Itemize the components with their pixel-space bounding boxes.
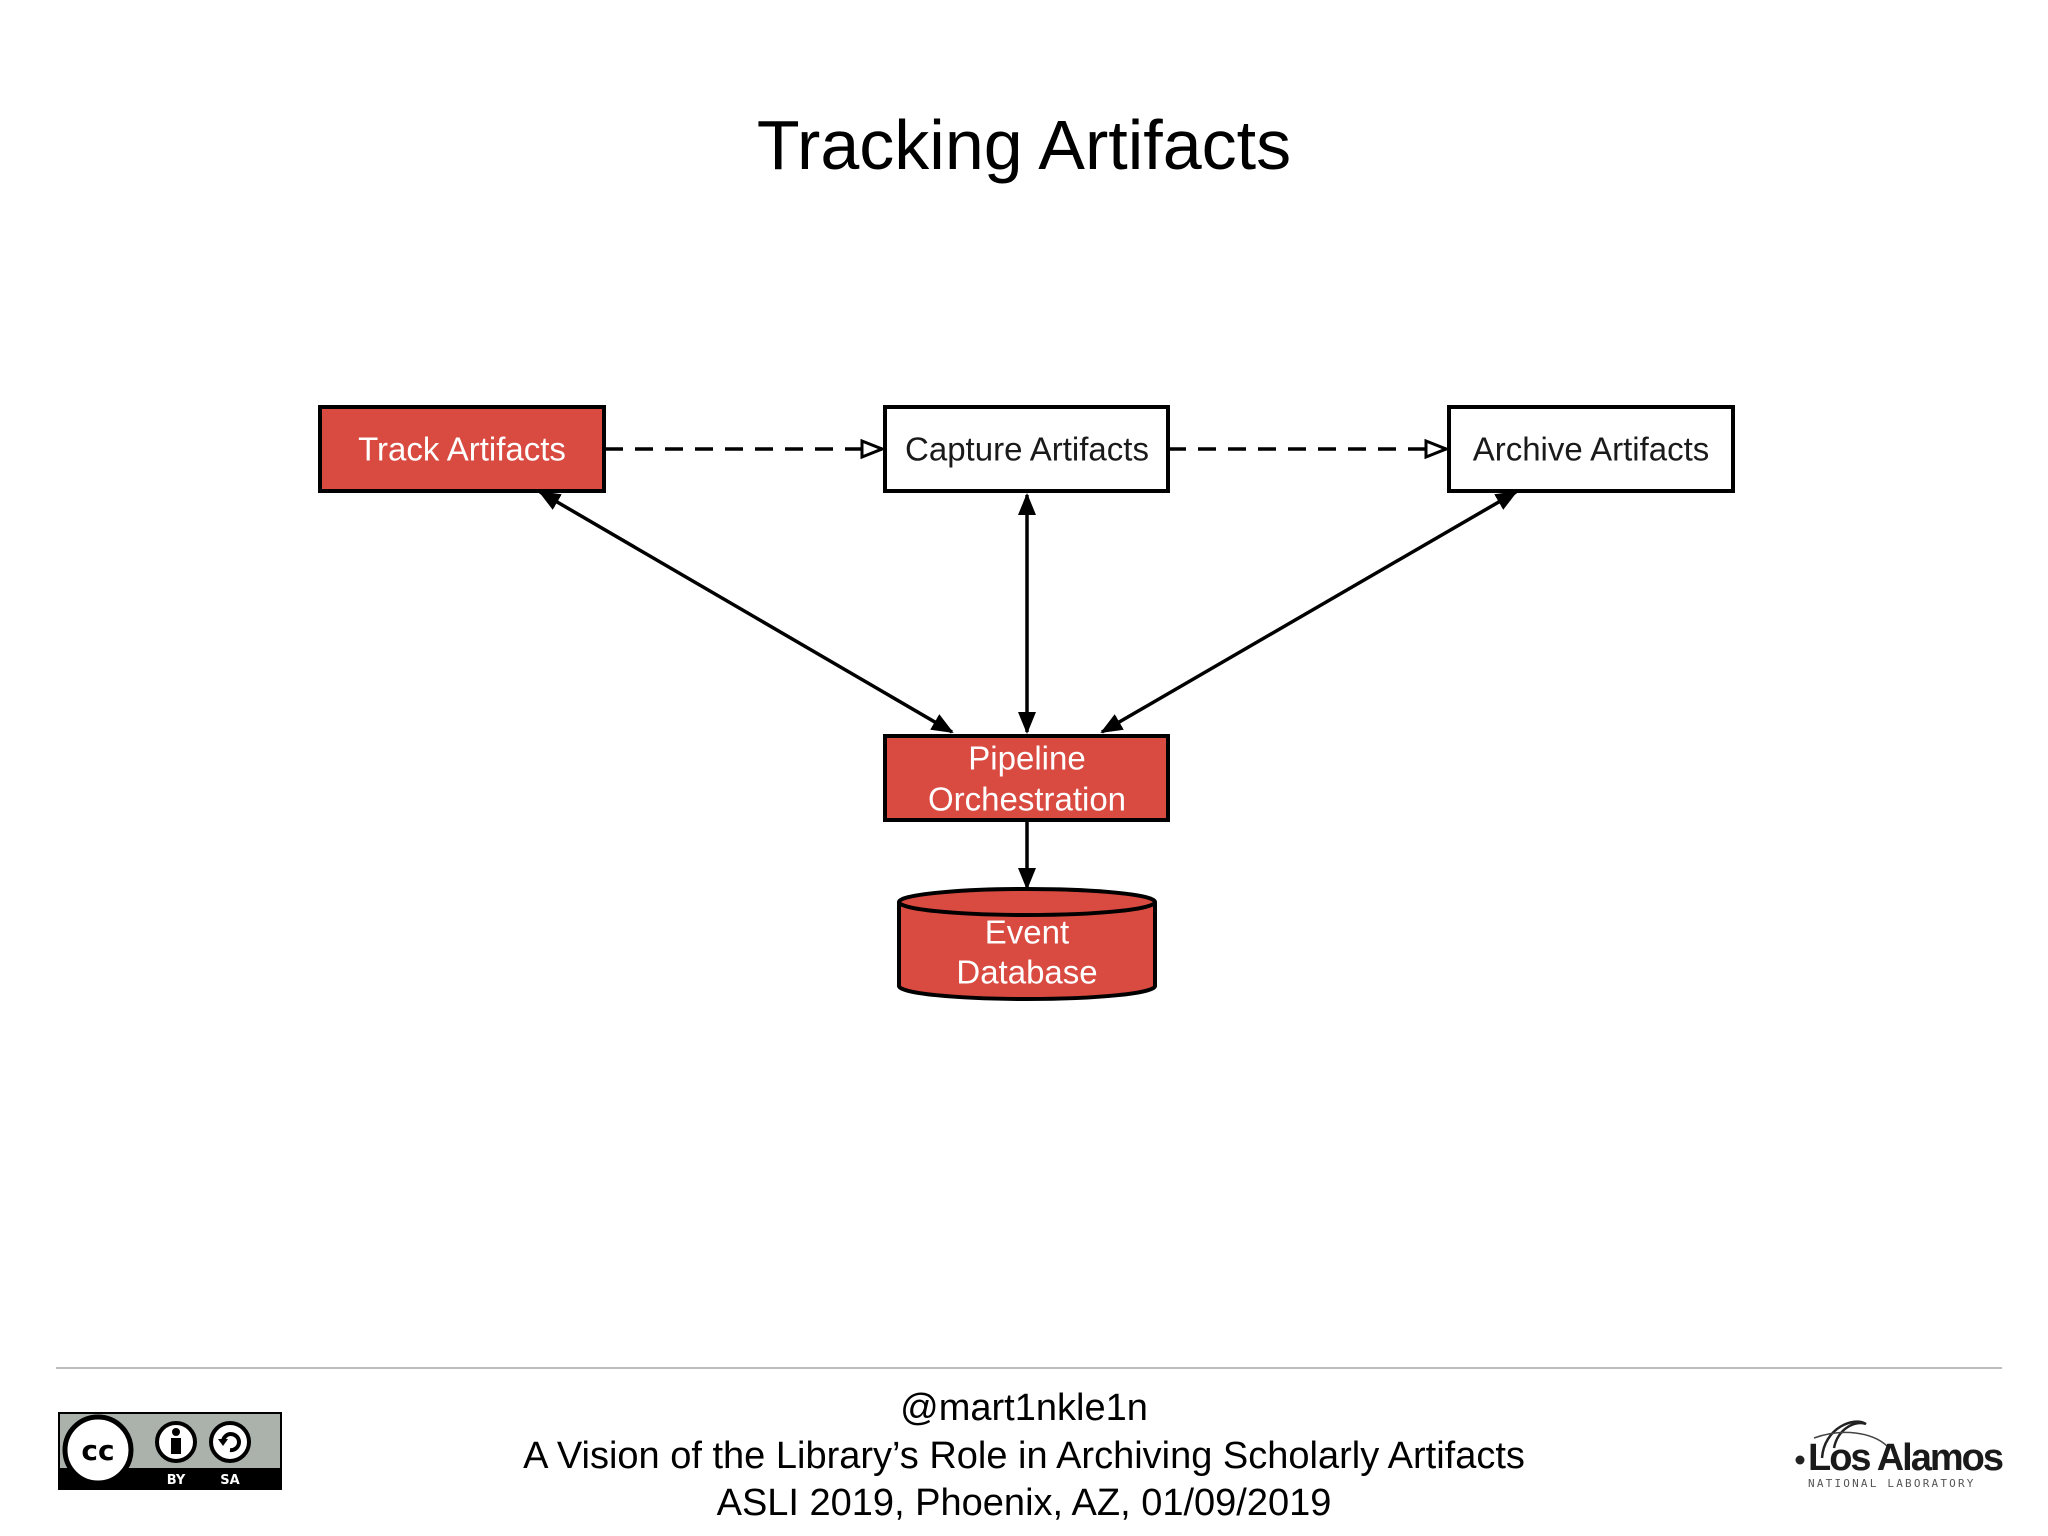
cc-text: cc [81, 1434, 114, 1467]
lanl-logo [1795, 1420, 1888, 1465]
footer-handle: @mart1nkle1n [900, 1387, 1148, 1429]
lanl-subtitle: NATIONAL LABORATORY [1808, 1477, 1976, 1490]
node-db-label-line2: Database [956, 954, 1097, 991]
cc-by-label: BY [167, 1473, 186, 1488]
lanl-name: Los Alamos [1808, 1437, 2004, 1479]
node-capture-label: Capture Artifacts [905, 431, 1149, 468]
slide-title: Tracking Artifacts [756, 106, 1292, 184]
cc-sa-label: SA [220, 1473, 239, 1488]
cc-by-sa-icon: cc BY SA [58, 1412, 282, 1490]
node-capture-artifacts: Capture Artifacts [883, 405, 1170, 493]
node-pipeline-label-line2: Orchestration [928, 781, 1126, 818]
edge-archive-pipeline [1100, 490, 1518, 734]
node-archive-artifacts: Archive Artifacts [1447, 405, 1735, 493]
node-archive-label: Archive Artifacts [1473, 431, 1710, 468]
footer-divider [56, 1367, 2002, 1369]
footer-event: ASLI 2019, Phoenix, AZ, 01/09/2019 [716, 1482, 1332, 1524]
flow-diagram: Track Artifacts Capture Artifacts Archiv… [318, 405, 1735, 1001]
node-event-database: Event Database [897, 887, 1157, 1001]
node-db-label-line1: Event [985, 914, 1069, 951]
footer-talk-title: A Vision of the Library’s Role in Archiv… [523, 1435, 1525, 1477]
node-track-label: Track Artifacts [358, 431, 566, 468]
node-pipeline-label-line1: Pipeline [968, 740, 1085, 777]
node-pipeline-orchestration: Pipeline Orchestration [883, 734, 1170, 822]
edge-track-pipeline [538, 490, 954, 734]
node-track-artifacts: Track Artifacts [318, 405, 606, 493]
